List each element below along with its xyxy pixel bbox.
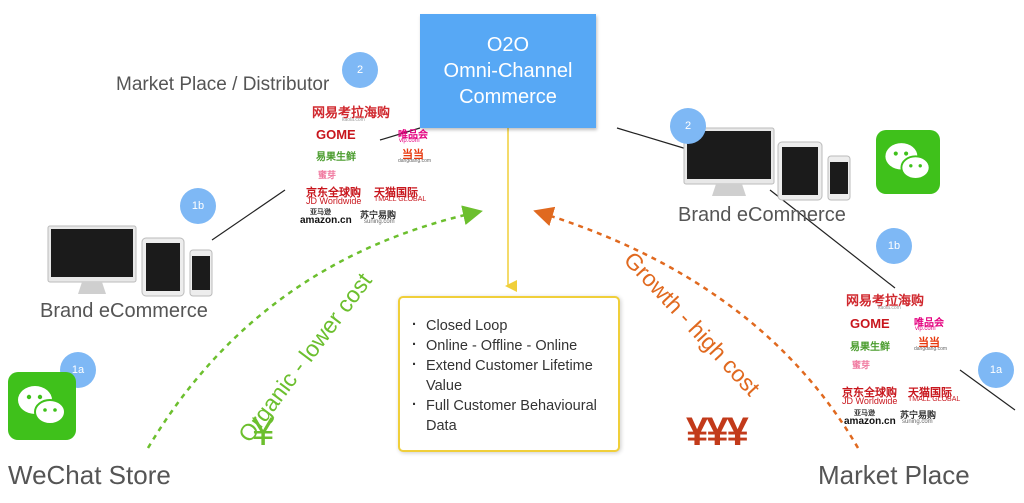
suning-logo: 苏宁易购 — [360, 210, 397, 220]
growth-arc — [533, 206, 860, 449]
right-devices-icon — [683, 127, 851, 201]
miya-logo: 蜜芽 — [318, 170, 337, 180]
badge-2-right: 2 — [670, 108, 706, 144]
kaola-sub: kaola.com — [878, 305, 901, 311]
amazon-logo: amazon.cn — [844, 416, 896, 427]
label-brand-ecommerce-right: Brand eCommerce — [678, 204, 846, 226]
marketplace-logos-top: 网易考拉海购 kaola.com GOME 唯品会 vip.com 易果生鲜 当… — [298, 102, 432, 230]
center-line-2: Omni-Channel — [443, 60, 573, 82]
benefits-box: Closed Loop Online - Offline - Online Ex… — [398, 296, 620, 452]
connector-center-left — [379, 127, 421, 141]
currency-low: ¥ — [252, 410, 275, 454]
kaola-sub: kaola.com — [342, 117, 365, 123]
badge-1a-left: 1a — [60, 352, 96, 388]
badge-1a-right: 1a — [978, 352, 1014, 388]
vip-logo: 唯品会 — [398, 130, 428, 141]
gome-logo: GOME — [316, 127, 356, 142]
vip-logo: 唯品会 — [914, 318, 944, 329]
suning-sub: suning.com — [364, 219, 395, 225]
badge-1b-right: 1b — [876, 228, 912, 264]
label-market-place: Market Place — [818, 460, 970, 490]
amazon-cn-logo: 亚马逊 — [310, 209, 331, 216]
currency-high: ¥¥¥ — [686, 410, 749, 454]
jd-sub: JD Worldwide — [842, 396, 898, 406]
connector-brand-right-logos — [769, 189, 896, 289]
wechat-icon-right — [876, 130, 940, 194]
left-devices-icon — [47, 225, 213, 297]
suning-logo: 苏宁易购 — [900, 410, 937, 420]
connector-logos-right-edge — [959, 369, 1016, 411]
label-marketplace-distributor: Market Place / Distributor — [116, 74, 330, 95]
tmall-logo: 天猫国际 — [374, 187, 418, 199]
benefits-list: Closed Loop Online - Offline - Online Ex… — [410, 315, 618, 436]
miya-logo: 蜜芽 — [852, 360, 871, 370]
benefit-item: Extend Customer Lifetime Value — [410, 355, 618, 396]
o2o-center-box: O2O Omni-Channel Commerce — [420, 14, 596, 128]
dangdang-sub: dangdang.com — [398, 158, 432, 164]
tmall-sub: TMALL GLOBAL — [908, 396, 961, 403]
gome-logo: GOME — [850, 316, 890, 331]
benefit-item: Full Customer Behavioural Data — [410, 395, 618, 436]
tmall-logo: 天猫国际 — [908, 387, 952, 399]
badge-1b-left: 1b — [180, 188, 216, 224]
marketplace-logos-right: 网易考拉海购 kaola.com GOME 唯品会 vip.com 易果生鲜 当… — [838, 290, 968, 427]
dangdang-logo: 当当 — [918, 337, 940, 349]
amazon-cn-logo: 亚马逊 — [854, 410, 875, 417]
kaola-logo: 网易考拉海购 — [846, 293, 925, 308]
center-line-1: O2O — [486, 34, 530, 56]
label-wechat-store: WeChat Store — [8, 460, 171, 490]
amazon-logo: amazon.cn — [300, 215, 352, 226]
vip-sub: vip.com — [399, 138, 420, 144]
benefit-item: Closed Loop — [410, 315, 618, 336]
tmall-sub: TMALL GLOBAL — [374, 196, 427, 203]
benefit-item: Online - Offline - Online — [410, 335, 618, 356]
dangdang-sub: dangdang.com — [914, 346, 948, 352]
kaola-logo: 网易考拉海购 — [312, 105, 391, 120]
suning-sub: suning.com — [902, 419, 933, 425]
vip-sub: vip.com — [915, 326, 936, 332]
wechat-icon-left — [8, 372, 76, 440]
center-line-3: Commerce — [459, 86, 557, 108]
connector-logos-brand-left — [211, 189, 286, 241]
label-brand-ecommerce-left: Brand eCommerce — [40, 300, 208, 322]
badge-2-left: 2 — [342, 52, 378, 88]
connector-center-right — [616, 127, 691, 151]
jd-sub: JD Worldwide — [306, 196, 362, 206]
jd-logo: 京东全球购 — [842, 387, 897, 399]
yiguo-logo: 易果生鲜 — [316, 152, 356, 163]
jd-logo: 京东全球购 — [306, 187, 361, 199]
yiguo-logo: 易果生鲜 — [850, 342, 890, 353]
dangdang-logo: 当当 — [402, 149, 424, 161]
